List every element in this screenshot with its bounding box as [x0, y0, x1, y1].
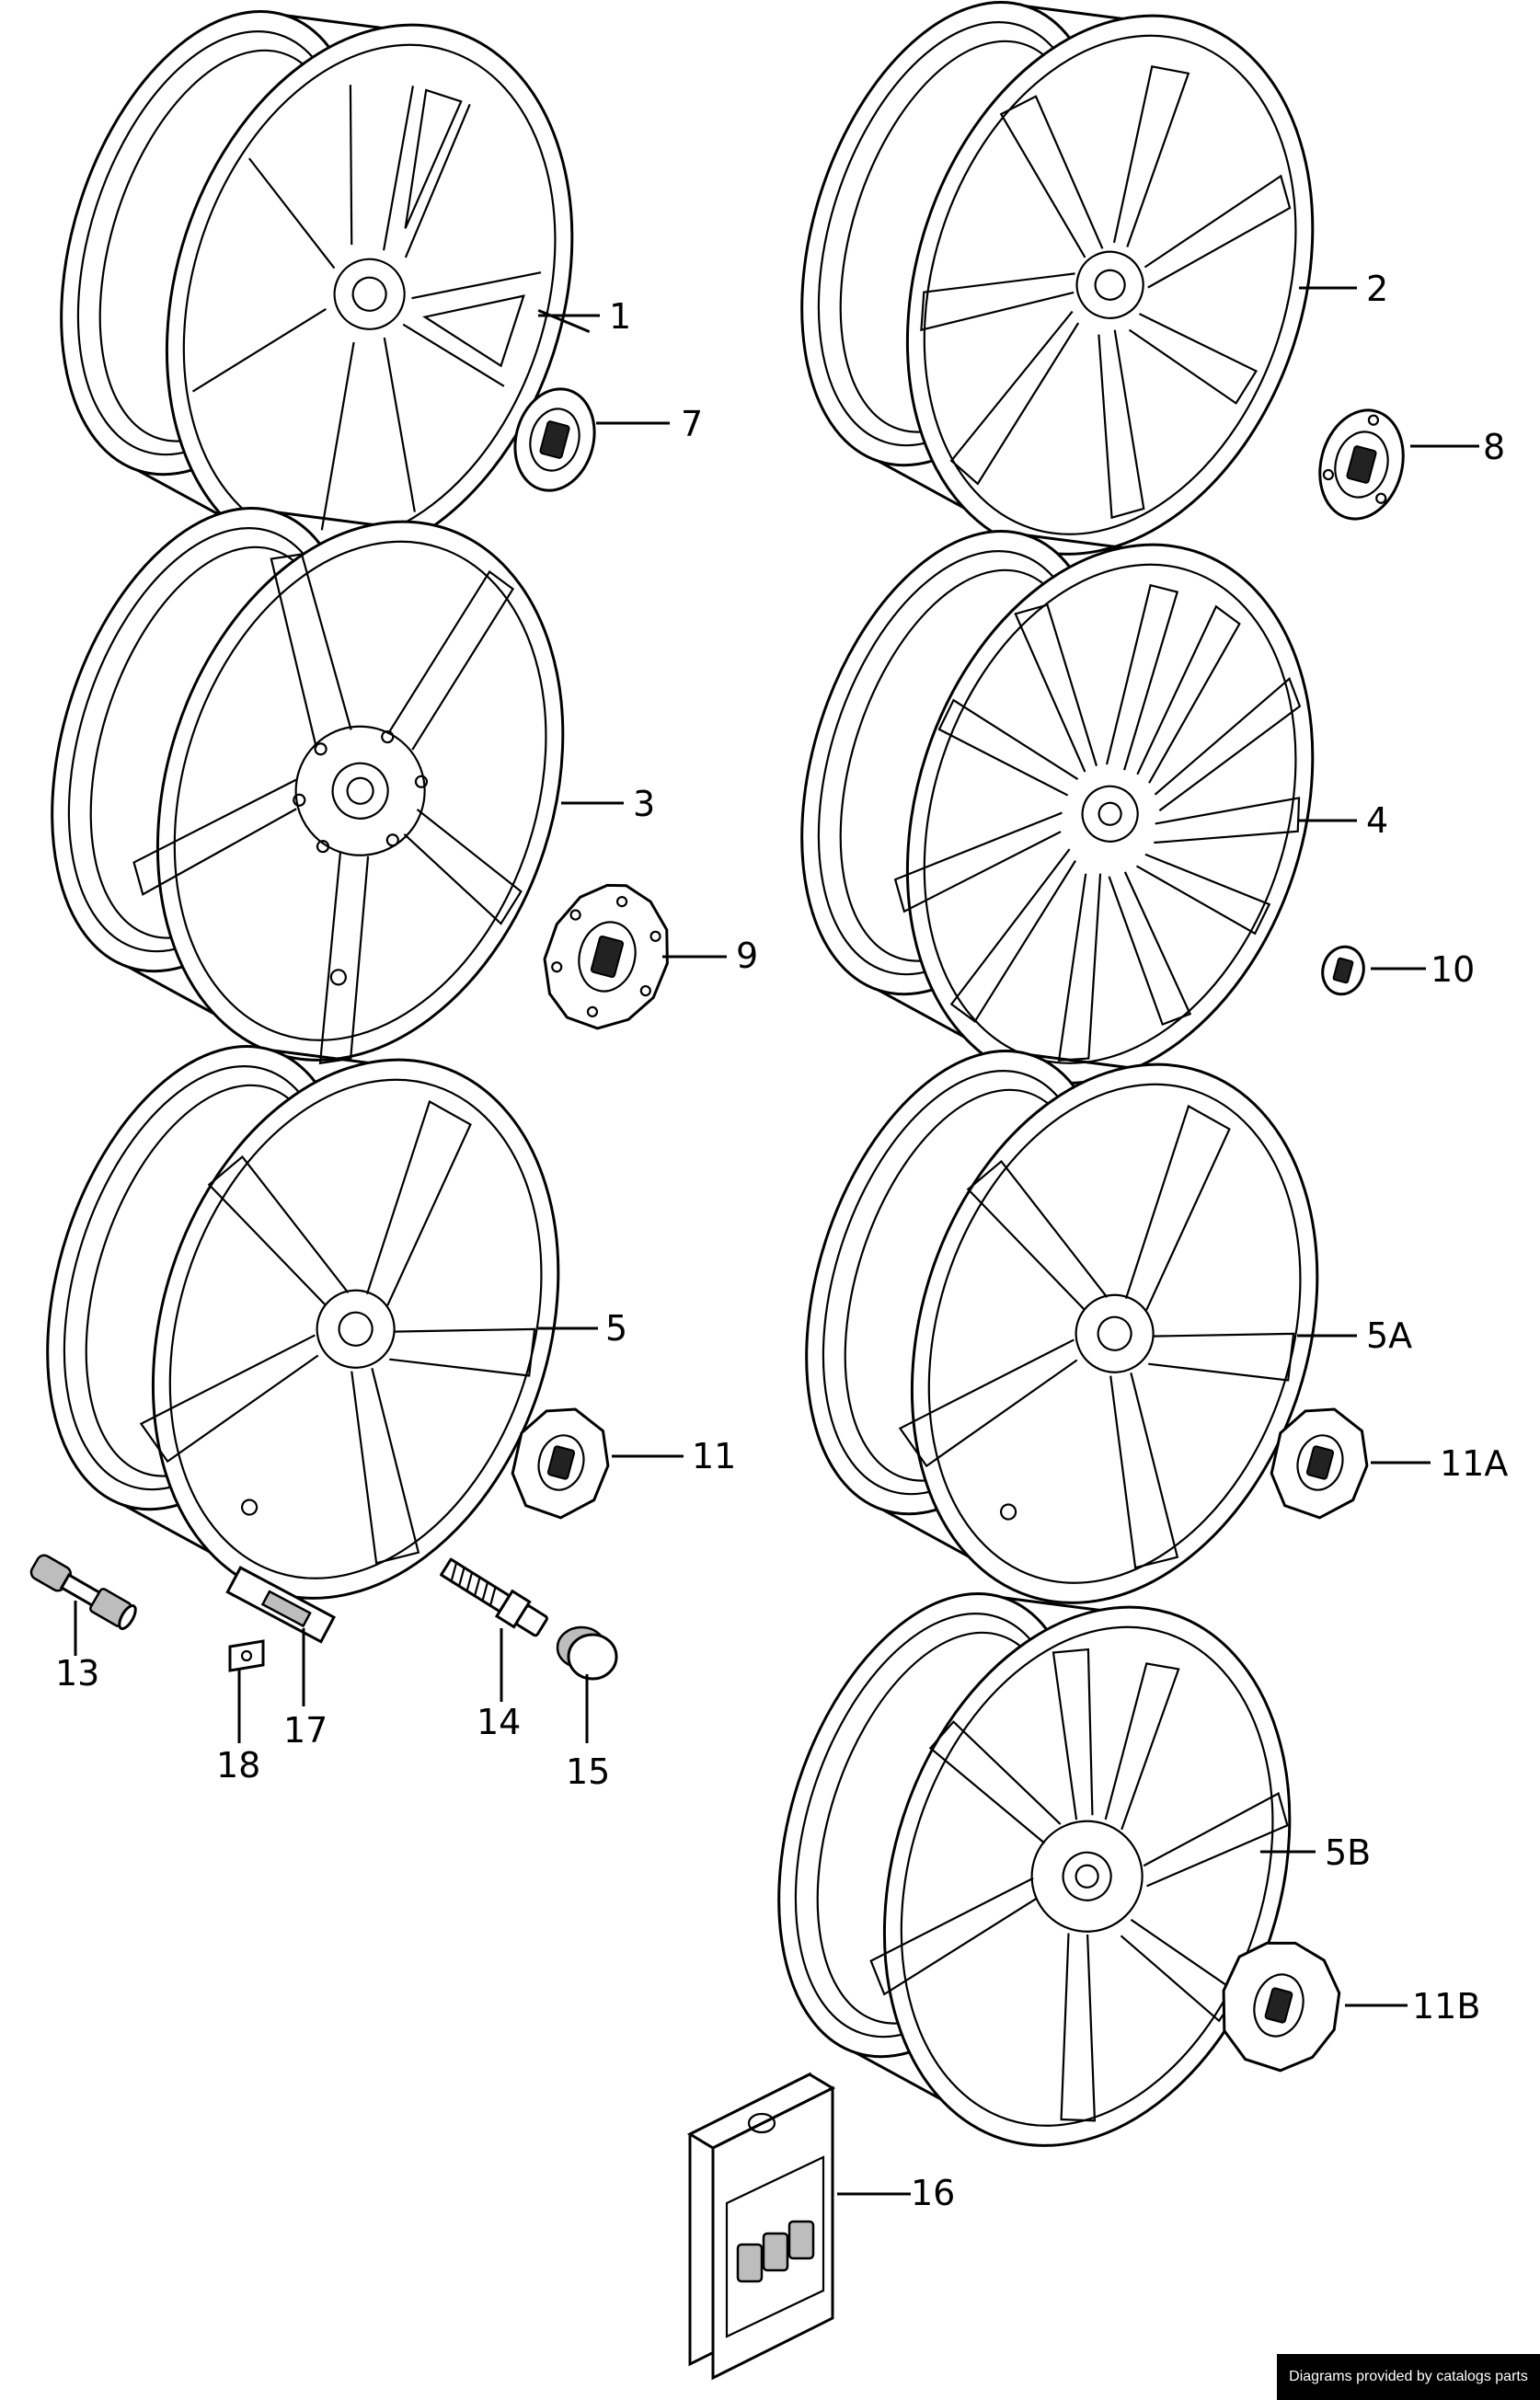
callout-8: 8: [1483, 427, 1506, 467]
callout-14: 14: [477, 1702, 522, 1742]
wheel-1: [0, 0, 640, 618]
lug-holes-3: [293, 729, 429, 854]
footer-credit: Diagrams provided by catalogs parts: [1277, 2354, 1540, 2400]
callout-18: 18: [216, 1745, 261, 1786]
center-cap-7: [513, 387, 596, 492]
lock-nut-15: [556, 1625, 618, 1681]
callout-3: 3: [633, 784, 656, 824]
wheel-2: [734, 0, 1381, 609]
kit-16: [686, 2072, 836, 2381]
valve-13: [29, 1554, 137, 1630]
wheel-4: [734, 455, 1381, 1138]
bolt-14: [440, 1557, 548, 1637]
callout-16: 16: [911, 2173, 956, 2213]
callout-1: 1: [609, 296, 632, 337]
weight-17: [225, 1566, 336, 1644]
callout-11: 11: [692, 1436, 737, 1476]
center-cap-11b: [1222, 1941, 1341, 2073]
clip-18: [228, 1639, 265, 1672]
callout-13: 13: [55, 1653, 100, 1694]
callout-11a: 11A: [1440, 1443, 1509, 1484]
callout-5b: 5B: [1325, 1832, 1372, 1873]
leader-lines: [74, 286, 1479, 2196]
callout-7: 7: [681, 404, 704, 444]
wheel-5b: [711, 1518, 1358, 2200]
wheel-5: [0, 970, 626, 1653]
callout-15: 15: [566, 1751, 611, 1792]
callout-9: 9: [736, 936, 759, 976]
callout-4: 4: [1366, 800, 1389, 841]
center-cap-8: [1318, 408, 1405, 521]
callout-5a: 5A: [1366, 1315, 1413, 1356]
center-cap-11a: [1270, 1407, 1369, 1520]
callout-17: 17: [283, 1710, 328, 1751]
center-cap-9: [543, 883, 669, 1030]
callout-2: 2: [1366, 269, 1389, 309]
wheel-3: [0, 432, 631, 1115]
callout-5: 5: [605, 1308, 628, 1349]
callout-10: 10: [1431, 949, 1476, 990]
wheel-5a: [739, 975, 1385, 1658]
center-cap-10: [1321, 945, 1365, 996]
center-cap-11: [511, 1407, 610, 1520]
callout-11b: 11B: [1412, 1986, 1481, 2027]
